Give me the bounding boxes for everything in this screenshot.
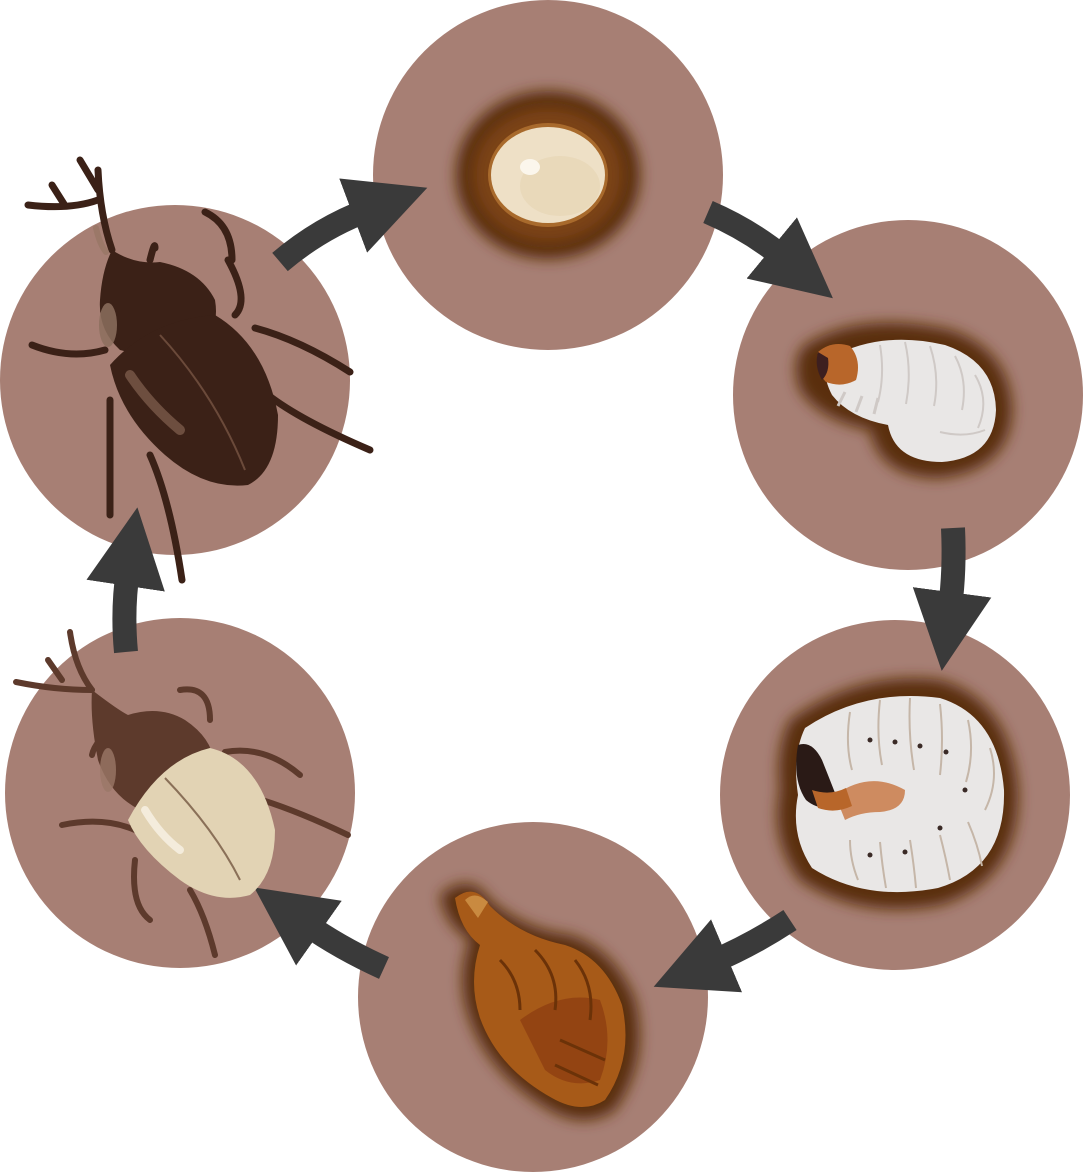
teneral-beetle-icon	[13, 629, 351, 958]
young-larva-icon	[796, 322, 1012, 478]
pupa-icon	[440, 883, 640, 1120]
arrow-egg-to-larva	[703, 200, 833, 299]
arrow-mature-to-pupa	[653, 909, 797, 993]
arrow-pupa-to-emerging	[254, 887, 389, 979]
arrow-emerging-to-adult	[86, 507, 165, 654]
mature-larva-icon	[777, 678, 1019, 910]
egg-icon	[456, 91, 640, 259]
rhinoceros-beetle-icon	[24, 156, 374, 584]
cycle-arrows	[86, 178, 992, 993]
arrow-adult-to-egg	[272, 178, 428, 272]
arrow-larva-to-mature	[912, 527, 992, 671]
